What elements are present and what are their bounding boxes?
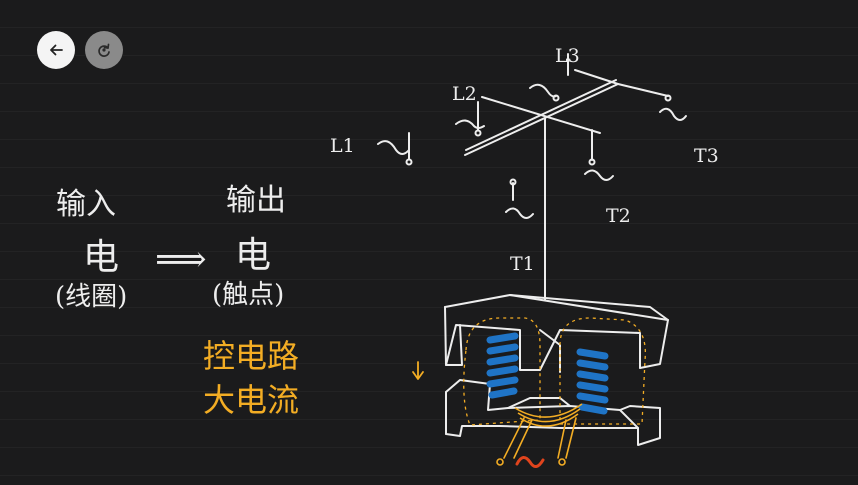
label-L2: L2 bbox=[452, 83, 477, 105]
terminal-L2 bbox=[455, 101, 485, 137]
input-electric-char: 电 bbox=[83, 237, 120, 278]
terminal-T1 bbox=[505, 178, 534, 219]
implies-arrow: ⟹ bbox=[155, 239, 207, 280]
coil-left bbox=[486, 332, 519, 399]
back-arrow-icon bbox=[50, 44, 63, 56]
coil-wires bbox=[496, 417, 577, 466]
label-T1: T1 bbox=[510, 253, 535, 275]
terminal-T2 bbox=[584, 129, 614, 181]
back-button[interactable] bbox=[37, 31, 75, 69]
shading-ring bbox=[514, 403, 583, 427]
label-L1: L1 bbox=[330, 135, 355, 157]
lower-core bbox=[445, 379, 661, 446]
control-circuit-note: 控电路 bbox=[203, 337, 300, 375]
magnetic-flux-path bbox=[463, 317, 646, 426]
terminal-L3 bbox=[529, 53, 619, 102]
redo-icon bbox=[98, 43, 110, 57]
contact-crossbar bbox=[464, 79, 619, 156]
label-T2: T2 bbox=[606, 205, 631, 227]
redo-button[interactable] bbox=[85, 31, 123, 69]
upper-core bbox=[444, 294, 669, 373]
coil-right bbox=[576, 348, 609, 415]
terminal-L1 bbox=[377, 132, 413, 166]
large-current-note: 大电流 bbox=[203, 381, 300, 419]
output-heading: 输出 bbox=[226, 183, 286, 218]
terminal-T3 bbox=[617, 83, 687, 121]
input-note: (线圈) bbox=[55, 282, 128, 312]
output-note: (触点) bbox=[212, 280, 285, 310]
label-L3: L3 bbox=[555, 45, 580, 67]
ac-source-symbol bbox=[515, 456, 545, 468]
label-T3: T3 bbox=[694, 145, 719, 167]
input-heading: 输入 bbox=[56, 187, 116, 222]
down-arrow-icon bbox=[412, 361, 424, 380]
output-electric-char: 电 bbox=[235, 235, 272, 276]
